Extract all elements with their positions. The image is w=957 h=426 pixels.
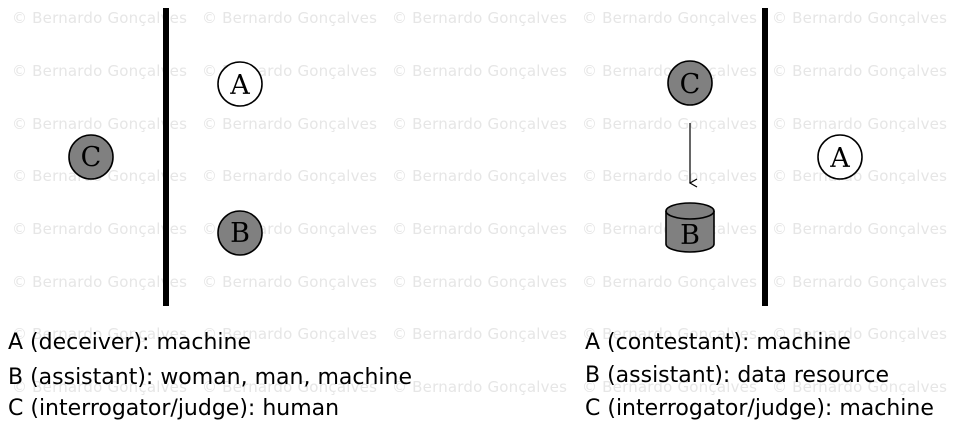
cylinder-top — [665, 202, 715, 220]
left-node-b-label: B — [230, 218, 250, 249]
left-node-a-circle — [217, 61, 263, 107]
right-node-a-label: A — [829, 143, 850, 174]
right-node-b-cylinder: B — [665, 202, 715, 253]
right-role-b: B (assistant): data resource — [585, 363, 890, 388]
left-node-b: B — [217, 210, 263, 256]
left-role-b: B (assistant): woman, man, machine — [8, 365, 412, 390]
right-node-a: A — [817, 134, 863, 180]
left-node-c-label: C — [81, 142, 102, 173]
cylinder-body — [665, 211, 715, 253]
right-node-b-label: B — [680, 220, 700, 251]
right-node-c-label: C — [680, 69, 701, 100]
left-role-a: A (deceiver): machine — [8, 330, 251, 355]
left-node-a-label: A — [229, 70, 250, 101]
left-node-c-circle — [68, 134, 114, 180]
right-node-c-circle — [667, 60, 713, 106]
right-role-a: A (contestant): machine — [585, 330, 851, 355]
left-node-a: A — [217, 61, 263, 107]
left-node-b-circle — [217, 210, 263, 256]
right-scenario: C B A — [665, 8, 863, 306]
right-role-c: C (interrogator/judge): machine — [585, 396, 934, 421]
left-node-c: C — [68, 134, 114, 180]
right-node-a-circle — [817, 134, 863, 180]
left-role-c: C (interrogator/judge): human — [8, 396, 340, 421]
right-node-c: C — [667, 60, 713, 106]
left-scenario: C A B — [68, 8, 263, 306]
